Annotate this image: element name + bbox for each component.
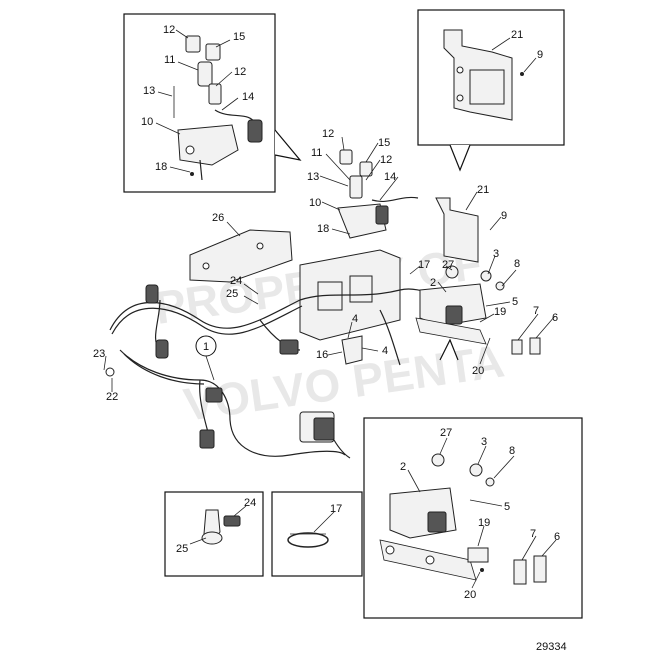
callout-6: 6	[552, 312, 558, 324]
callout-17: 17	[330, 503, 342, 515]
callout-5: 5	[512, 296, 518, 308]
callout-27: 27	[442, 259, 454, 271]
cable-tie-17	[287, 532, 329, 548]
callout-20: 20	[472, 365, 484, 377]
callout-4b: 4	[382, 345, 388, 357]
callout-10: 10	[309, 197, 321, 209]
inset-bottom-left-b: 17	[271, 491, 363, 577]
callout-21: 21	[511, 29, 523, 41]
bracket-10	[177, 124, 239, 166]
callout-27: 27	[440, 427, 452, 439]
callout-12: 12	[322, 128, 334, 140]
callout-23: 23	[93, 348, 105, 360]
sensor-15	[205, 43, 221, 61]
inset-pointer	[274, 129, 302, 161]
callout-5: 5	[504, 501, 510, 513]
callout-19: 19	[494, 306, 506, 318]
callout-9: 9	[537, 49, 543, 61]
callout-8: 8	[514, 258, 520, 270]
bracket-26	[189, 229, 293, 283]
callout-7: 7	[530, 528, 536, 540]
callout-21: 21	[477, 184, 489, 196]
callout-1: 1	[203, 341, 209, 353]
inset-bottom-right: 27 3 8 2 5 19 7 6 20	[363, 417, 583, 619]
callout-13: 13	[143, 85, 155, 97]
callout-10: 10	[141, 116, 153, 128]
callout-6: 6	[554, 531, 560, 543]
callout-25: 25	[176, 543, 188, 555]
sensor-11	[197, 61, 213, 87]
callout-15: 15	[233, 31, 245, 43]
callout-20: 20	[464, 589, 476, 601]
sensor-12	[185, 35, 201, 53]
callout-18: 18	[317, 223, 329, 235]
callout-16: 16	[316, 349, 328, 361]
callout-9: 9	[501, 210, 507, 222]
inset-bottom-left-a: 24 25	[164, 491, 264, 577]
callout-12: 12	[163, 24, 175, 36]
main-assembly: 12 15 11 12 13 14 10 18 21 9 26 27 3 8 1…	[93, 128, 558, 459]
callout-14: 14	[384, 171, 396, 183]
callout-12b: 12	[234, 66, 246, 78]
sensor-12b	[208, 83, 222, 105]
callout-19: 19	[478, 517, 490, 529]
callout-24: 24	[230, 275, 242, 287]
callout-2: 2	[400, 461, 406, 473]
inset-top-left: 12 15 11 12 13 14 10 18	[123, 13, 302, 193]
callout-22: 22	[106, 391, 118, 403]
callout-25: 25	[226, 288, 238, 300]
callout-13: 13	[307, 171, 319, 183]
callout-17: 17	[418, 259, 430, 271]
callout-11: 11	[311, 147, 322, 159]
callout-3: 3	[493, 248, 499, 260]
callout-4a: 4	[352, 313, 358, 325]
inset-pointer	[439, 338, 459, 361]
callout-12b: 12	[380, 154, 392, 166]
callout-14: 14	[242, 91, 254, 103]
callout-3: 3	[481, 436, 487, 448]
figure-number: 29334	[536, 641, 567, 653]
callout-15: 15	[378, 137, 390, 149]
callout-11: 11	[164, 54, 175, 66]
callout-8: 8	[509, 445, 515, 457]
inset-top-right: 21 9	[417, 9, 565, 172]
callout-18: 18	[155, 161, 167, 173]
callout-26: 26	[212, 212, 224, 224]
callout-2: 2	[430, 277, 436, 289]
inset-pointer	[449, 144, 471, 172]
callout-24: 24	[244, 497, 256, 509]
callout-7: 7	[533, 305, 539, 317]
